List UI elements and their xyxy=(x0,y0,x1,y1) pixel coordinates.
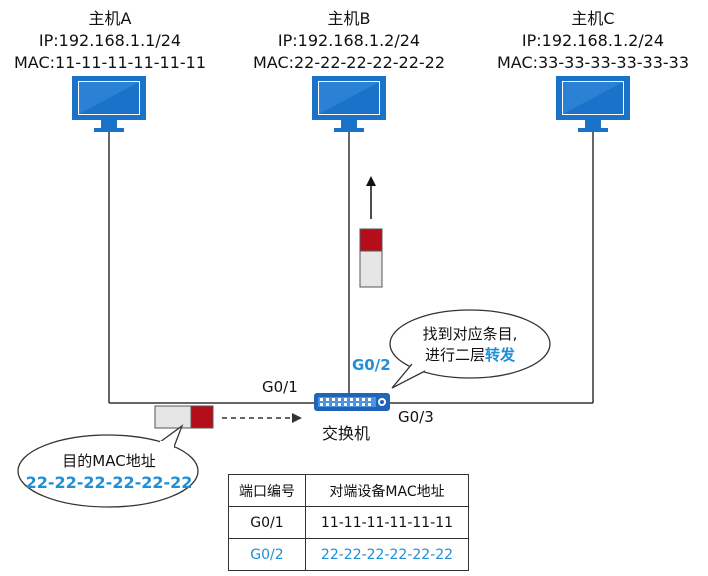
host-a-mac: MAC:11-11-11-11-11-11 xyxy=(13,53,207,72)
up-arrow-icon xyxy=(366,176,376,219)
switch-callout-line2-prefix: 进行二层 xyxy=(424,346,485,364)
table-row: G0/1 11-11-11-11-11-11 xyxy=(228,506,469,539)
table-cell-mac: 22-22-22-22-22-22 xyxy=(305,538,469,571)
table-cell-port: G0/2 xyxy=(228,538,306,571)
dest-mac-callout-value: 22-22-22-22-22-22 xyxy=(25,473,193,492)
table-header-mac: 对端设备MAC地址 xyxy=(305,474,469,507)
frame-from-host-a xyxy=(154,405,214,429)
host-a-ip: IP:192.168.1.1/24 xyxy=(38,31,182,50)
dest-mac-callout-bubble xyxy=(17,424,199,508)
host-c-ip: IP:192.168.1.2/24 xyxy=(521,31,665,50)
computer-c-icon xyxy=(556,76,630,132)
host-a-name: 主机A xyxy=(88,9,132,28)
host-a-label: 主机A IP:192.168.1.1/24 MAC:11-11-11-11-11… xyxy=(0,8,230,74)
host-b-label: 主机B IP:192.168.1.2/24 MAC:22-22-22-22-22… xyxy=(229,8,469,74)
computer-a-icon xyxy=(72,76,146,132)
switch-icon xyxy=(314,393,390,411)
frame-to-host-b xyxy=(359,228,383,288)
table-cell-port: G0/1 xyxy=(228,506,306,539)
switch-callout-line2: 进行二层转发 xyxy=(400,345,540,366)
computer-b-icon xyxy=(312,76,386,132)
mac-address-table: 端口编号 对端设备MAC地址 G0/1 11-11-11-11-11-11 G0… xyxy=(228,474,469,571)
switch-callout-bubble xyxy=(389,309,551,389)
switch-callout-emphasis: 转发 xyxy=(485,346,516,364)
table-row: G0/2 22-22-22-22-22-22 xyxy=(228,538,469,571)
host-b-name: 主机B xyxy=(327,9,371,28)
table-cell-mac: 11-11-11-11-11-11 xyxy=(305,506,469,539)
host-b-mac: MAC:22-22-22-22-22-22 xyxy=(252,53,446,72)
switch-callout-line1: 找到对应条目, xyxy=(422,325,518,343)
host-c-name: 主机C xyxy=(571,9,615,28)
host-c-label: 主机C IP:192.168.1.2/24 MAC:33-33-33-33-33… xyxy=(473,8,708,74)
host-b-ip: IP:192.168.1.2/24 xyxy=(277,31,421,50)
port-g01-label: G0/1 xyxy=(262,378,298,396)
dest-mac-callout-line1: 目的MAC地址 xyxy=(62,452,156,470)
host-c-mac: MAC:33-33-33-33-33-33 xyxy=(496,53,690,72)
switch-callout-text: 找到对应条目, 进行二层转发 xyxy=(400,324,540,366)
table-header-port: 端口编号 xyxy=(228,474,306,507)
table-header-row: 端口编号 对端设备MAC地址 xyxy=(228,474,469,507)
port-g02-label: G0/2 xyxy=(352,356,391,374)
switch-label: 交换机 xyxy=(322,424,371,443)
port-g03-label: G0/3 xyxy=(398,408,434,426)
dest-mac-callout-text: 目的MAC地址 22-22-22-22-22-22 xyxy=(24,451,194,493)
dashed-arrow-icon xyxy=(222,413,302,423)
